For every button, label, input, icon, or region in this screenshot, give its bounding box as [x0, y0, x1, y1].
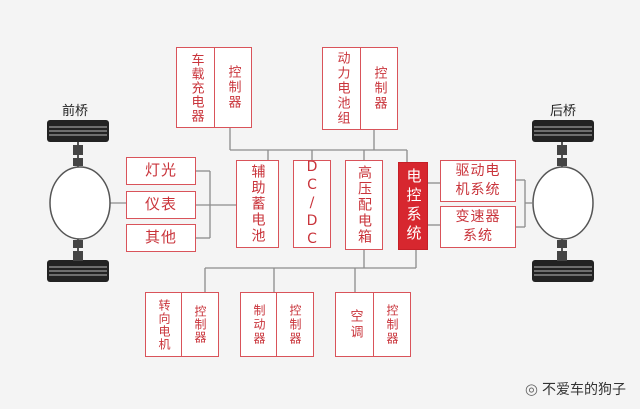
front-axle-icon [46, 119, 111, 283]
brake-box: 制动器 [240, 292, 278, 357]
steering-controller-box: 控制器 [181, 292, 219, 357]
steering-controller-text: 控制器 [193, 305, 207, 344]
dcdc-box: DC/DC [293, 159, 331, 249]
power-battery-text: 动力电池组 [334, 51, 350, 126]
ecu-box: 电控系统 [398, 162, 428, 250]
transmission-text: 变速器 系统 [455, 209, 501, 244]
instrument-box: 仪表 [126, 191, 196, 219]
ac-text: 空调 [347, 308, 363, 341]
charger-text: 车载充电器 [188, 52, 204, 123]
aux-battery-box: 辅助蓄电池 [236, 160, 279, 248]
charger-controller-text: 控制器 [225, 65, 241, 110]
dcdc-text: DC/DC [304, 159, 320, 249]
instrument-text: 仪表 [144, 195, 177, 214]
motor-system-text: 驱动电 机系统 [455, 163, 501, 198]
brake-controller-box: 控制器 [276, 292, 314, 357]
hv-distribution-box: 高压配电箱 [345, 160, 383, 250]
rear-axle-label: 后桥 [550, 104, 577, 119]
steering-motor-text: 转向电机 [157, 298, 171, 351]
watermark-text: 不爱车的狗子 [542, 382, 626, 398]
ac-controller-box: 控制器 [373, 292, 411, 357]
front-axle-label: 前桥 [62, 104, 89, 119]
brake-controller-text: 控制器 [288, 303, 302, 346]
charger-box: 车载充电器 [176, 47, 216, 128]
rear-axle-icon [531, 119, 595, 283]
transmission-box: 变速器 系统 [440, 206, 516, 248]
motor-system-box: 驱动电 机系统 [440, 160, 516, 202]
power-battery-controller-box: 控制器 [360, 47, 398, 130]
light-text: 灯光 [144, 161, 177, 180]
aux-battery-text: 辅助蓄电池 [249, 164, 266, 244]
other-text: 其他 [144, 228, 177, 247]
ac-controller-text: 控制器 [385, 303, 399, 346]
other-box: 其他 [126, 224, 196, 252]
power-battery-box: 动力电池组 [322, 47, 362, 130]
ecu-text: 电控系统 [404, 168, 423, 244]
charger-controller-box: 控制器 [214, 47, 252, 128]
ac-box: 空调 [335, 292, 375, 357]
watermark: ◎ 不爱车的狗子 [525, 379, 626, 399]
hv-distribution-text: 高压配电箱 [356, 165, 372, 245]
power-battery-controller-text: 控制器 [371, 66, 387, 111]
wechat-icon: ◎ [524, 380, 538, 398]
steering-motor-box: 转向电机 [145, 292, 183, 357]
light-box: 灯光 [126, 157, 196, 185]
brake-text: 制动器 [252, 303, 266, 346]
